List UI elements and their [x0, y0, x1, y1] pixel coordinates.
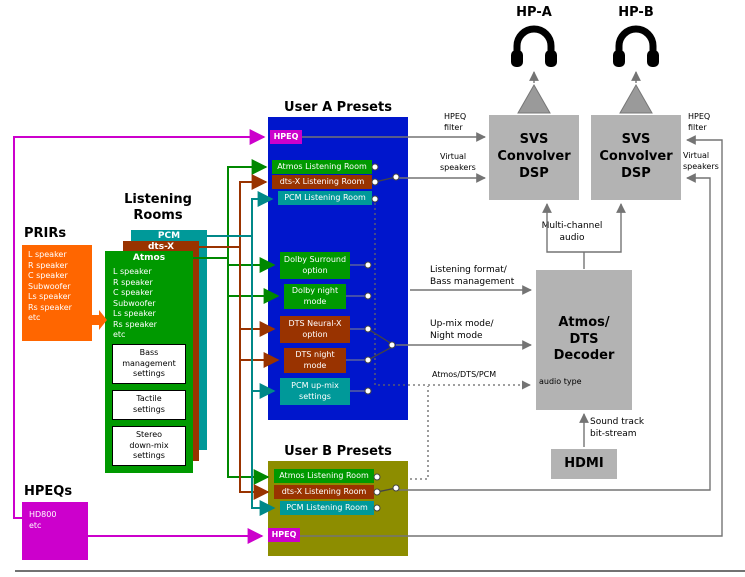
tactile-settings-box: Tactile settings: [112, 390, 186, 420]
hp-a-label: HP-A: [516, 5, 552, 20]
user-b-presets-title: User B Presets: [284, 444, 392, 459]
room-speaker-list: L speaker R speaker C speaker Subwoofer …: [113, 267, 157, 340]
atmos-dts-decoder: Atmos/ DTS Decoder: [536, 270, 632, 410]
card-atmos-label: Atmos: [132, 253, 166, 263]
dts-night-mode: DTS night mode: [284, 348, 346, 373]
prirs-title: PRIRs: [24, 226, 67, 241]
audio-format-label: Atmos/DTS/PCM: [432, 370, 497, 379]
hpeq-filter-label-a: HPEQ filter: [444, 112, 467, 132]
hpeq-filter-label-b: HPEQ filter: [688, 112, 711, 132]
svs-convolver-b: SVS Convolver DSP: [591, 115, 681, 200]
user-a-hpeq-chip: HPEQ: [270, 130, 302, 144]
virtual-speakers-label-a: Virtual speakers: [440, 152, 476, 172]
prirs-box: L speaker R speaker C speaker Subwoofer …: [22, 245, 92, 341]
hpeqs-title: HPEQs: [24, 484, 73, 499]
user-a-presets-title: User A Presets: [284, 100, 392, 115]
line-pcm-to-room-a: [207, 191, 274, 237]
audio-type-label: audio type: [539, 377, 582, 386]
svs-convolver-a: SVS Convolver DSP: [489, 115, 579, 200]
line-dtsx-to-room-b: [239, 247, 270, 500]
amplifier-a-icon: [517, 83, 551, 114]
headphones-a-icon: [511, 25, 557, 67]
user-b-room-atmos: Atmos Listening Room: [274, 469, 374, 483]
stereo-downmix-box: Stereo down-mix settings: [112, 426, 186, 466]
card-pcm-label: PCM: [157, 231, 181, 241]
upmix-mode-label: Up-mix mode/ Night mode: [430, 319, 494, 342]
line-user-b-audio-dotted: [410, 386, 429, 480]
listening-format-label: Listening format/ Bass management: [430, 265, 515, 288]
line-dtsx-to-room-a: [199, 174, 268, 248]
hpeqs-box: HD800 etc: [22, 502, 88, 560]
user-a-room-dtsx: dts-X Listening Room: [272, 175, 372, 189]
line-atmos-to-room-b: [227, 258, 270, 485]
hdmi-box: HDMI: [551, 449, 617, 479]
user-a-room-pcm: PCM Listening Room: [278, 191, 372, 205]
user-a-room-atmos: Atmos Listening Room: [272, 160, 372, 174]
dolby-surround-option: Dolby Surround option: [280, 252, 350, 279]
virtual-speakers-label-b: Virtual speakers: [683, 151, 719, 171]
user-b-room-dtsx: dts-X Listening Room: [274, 485, 374, 499]
bass-management-box: Bass management settings: [112, 344, 186, 384]
dolby-night-mode: Dolby night mode: [284, 284, 346, 309]
hp-b-label: HP-B: [618, 5, 654, 20]
bitstream-label: Sound track bit-stream: [590, 417, 645, 440]
pcm-upmix-settings: PCM up-mix settings: [280, 378, 350, 405]
user-b-hpeq-chip: HPEQ: [268, 528, 300, 542]
headphones-b-icon: [613, 25, 659, 67]
multichannel-audio-label: Multi-channel audio: [541, 221, 603, 244]
user-b-room-pcm: PCM Listening Room: [280, 501, 374, 515]
amplifier-b-icon: [619, 83, 653, 114]
listening-rooms-title: Listening Rooms: [124, 192, 192, 223]
dts-neural-x-option: DTS Neural-X option: [280, 316, 350, 343]
